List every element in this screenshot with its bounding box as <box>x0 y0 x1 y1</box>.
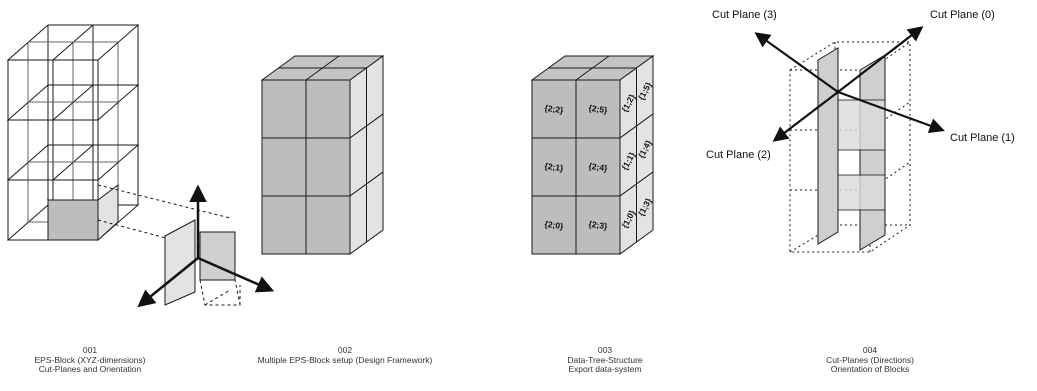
caption-number: 001 <box>82 345 98 355</box>
cut-plane-3-label: Cut Plane (3) <box>712 9 777 21</box>
dashed-projection-lines <box>97 184 231 248</box>
stack-front-cell <box>575 137 621 197</box>
orientation-axes <box>137 184 275 308</box>
cut-plane-1-label: Cut Plane (1) <box>950 132 1015 144</box>
stack-side-cell <box>636 171 654 243</box>
tree-index-label: {2;1} <box>544 161 565 174</box>
stack-front-cell <box>305 137 351 197</box>
caption-line-1: Multiple EPS-Block setup (Design Framewo… <box>257 354 433 365</box>
highlighted-block <box>46 184 119 242</box>
stack-front-cell <box>575 195 621 255</box>
stack-front-cell <box>575 79 621 139</box>
stack-front-cell <box>261 79 307 139</box>
stack-front-cell <box>261 195 307 255</box>
stack-front-cell <box>305 195 351 255</box>
stack-front-cell <box>305 79 351 139</box>
caption-line-2: Orientation of Blocks <box>830 364 910 374</box>
caption-line-1: Cut-Planes (Directions) <box>826 354 914 365</box>
tree-index-label: {2;3} <box>588 219 609 232</box>
tree-index-label: {2;4} <box>588 161 609 174</box>
stack-front-cell <box>531 195 577 255</box>
multi-block-stack <box>260 55 385 255</box>
caption-004: 004 Cut-Planes (Directions) Orientation … <box>800 345 940 375</box>
caption-003: 003 Data-Tree-Structure Export data-syst… <box>545 345 665 375</box>
data-tree-stack: {2;2}{2;5}{2;1}{2;4}{2;0}{2;3}{1;2}{1;5}… <box>530 55 655 255</box>
caption-line-2: Cut-Planes and Orientation <box>38 364 142 374</box>
caption-line-2: Export data-system <box>568 364 642 374</box>
tree-index-label: {2;0} <box>544 219 565 232</box>
cut-plane-2-label: Cut Plane (2) <box>706 149 771 161</box>
stack-front-cell <box>531 137 577 197</box>
stack-side-cell <box>349 183 367 255</box>
caption-number: 004 <box>862 345 878 355</box>
wire-level-outline <box>6 24 140 61</box>
stack-front-cell <box>531 79 577 139</box>
caption-line-1: Data-Tree-Structure <box>567 354 643 365</box>
cut-plane-0-label: Cut Plane (0) <box>930 9 995 21</box>
eps-block-wireframe <box>6 24 140 241</box>
cut-plane-diagram: Cut Plane (0) Cut Plane (1) Cut Plane (2… <box>706 9 1015 253</box>
caption-number: 003 <box>597 345 613 355</box>
tree-index-label: {2;2} <box>544 103 565 116</box>
caption-002: 002 Multiple EPS-Block setup (Design Fra… <box>225 345 465 365</box>
stack-side-cell <box>366 171 384 243</box>
caption-number: 002 <box>337 345 353 355</box>
caption-001: 001 EPS-Block (XYZ-dimensions) Cut-Plane… <box>20 345 160 375</box>
wire-level-outline <box>6 144 140 181</box>
caption-line-1: EPS-Block (XYZ-dimensions) <box>34 354 146 365</box>
stack-front-cell <box>261 137 307 197</box>
tree-index-label: {2;5} <box>588 103 609 116</box>
wire-level-outline <box>6 84 140 121</box>
